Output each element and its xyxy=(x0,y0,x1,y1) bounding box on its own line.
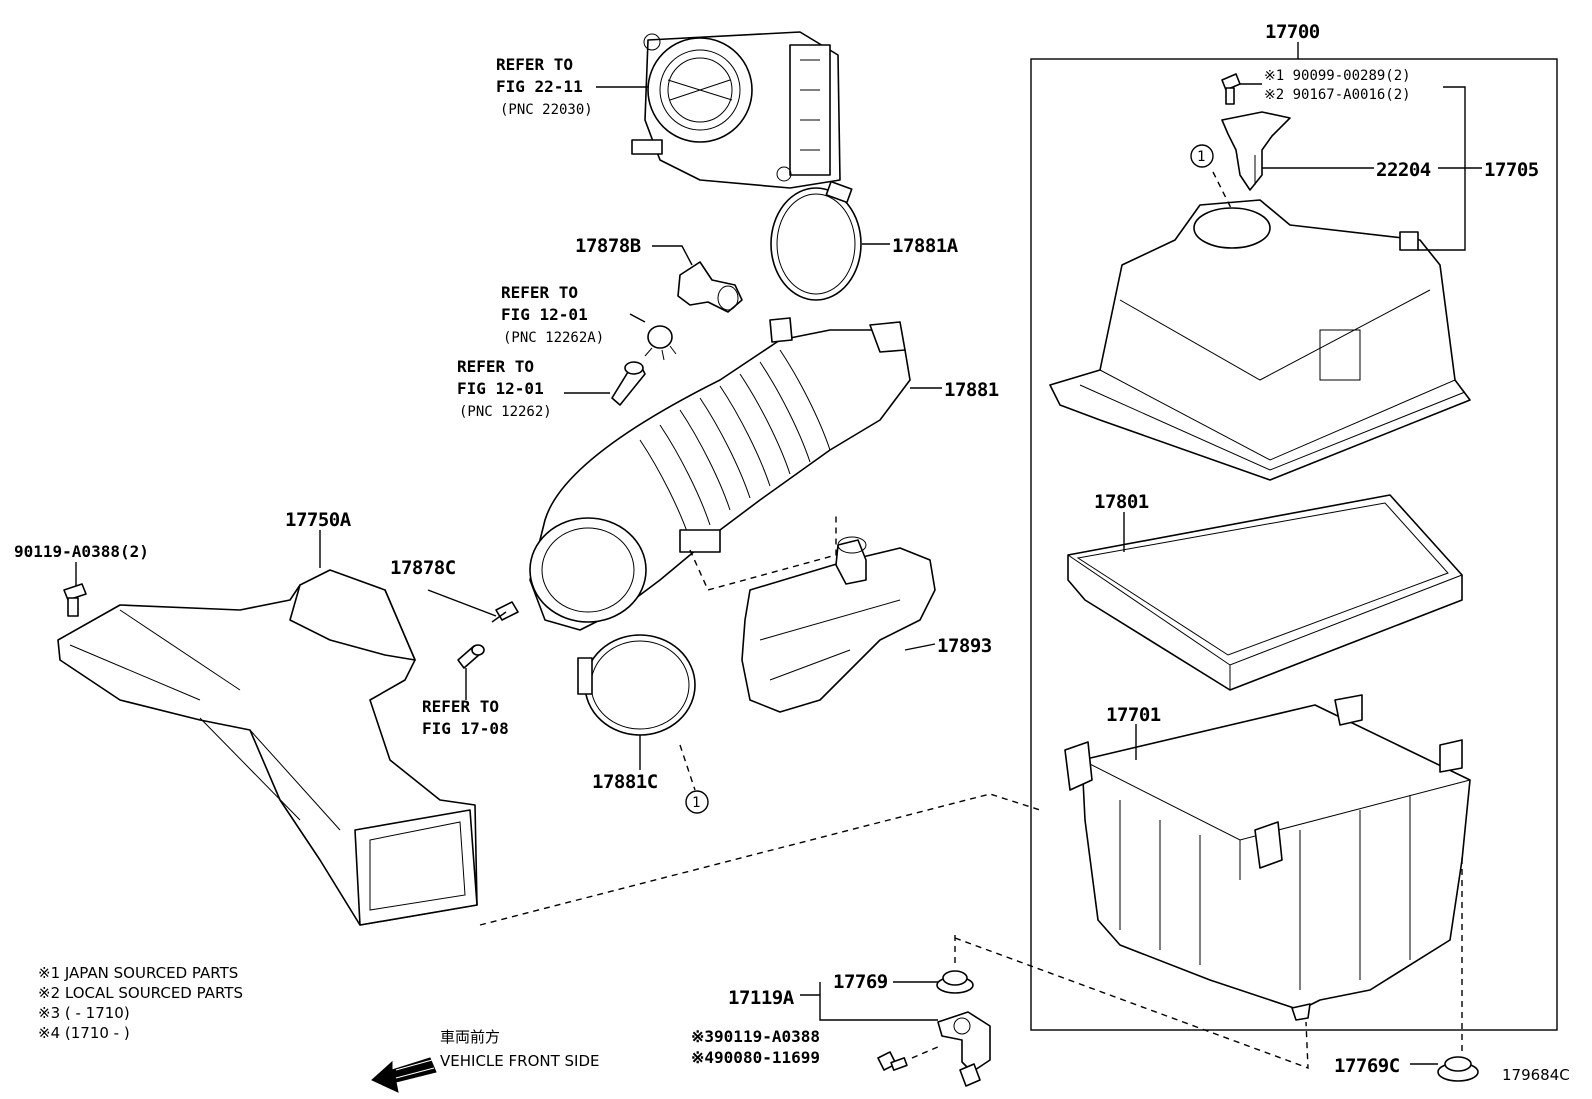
vehicle-front-arrow-icon xyxy=(371,1057,437,1093)
resonator-17893-illustration xyxy=(741,536,936,713)
part-17119a-label: 17119A xyxy=(728,987,795,1009)
air-cleaner-case-illustration xyxy=(1064,694,1471,1021)
part-17701-label: 17701 xyxy=(1106,704,1161,726)
figure-id: 179684C xyxy=(1502,1066,1570,1084)
air-filter-element-illustration xyxy=(1067,494,1463,691)
clamp-17881a-illustration xyxy=(770,180,862,301)
part-17769-label: 17769 xyxy=(833,971,888,993)
vac-refer-line1: REFER TO xyxy=(422,697,499,716)
air-cleaner-cap-illustration xyxy=(1049,199,1471,481)
circle-ref-label: 1 xyxy=(692,795,700,811)
bolt-3-label: ※390119-A0388 xyxy=(691,1027,820,1046)
vacuum-tube-illustration xyxy=(457,644,485,669)
hose-b-refer-line2: FIG 12-01 xyxy=(457,379,544,398)
part-17801-label: 17801 xyxy=(1094,491,1149,513)
union-17878c-illustration xyxy=(491,601,519,623)
circle-ref-label: 1 xyxy=(1197,149,1205,165)
bolt-4-label: ※490080-11699 xyxy=(691,1048,820,1067)
part-17881-label: 17881 xyxy=(944,379,999,401)
sensor-22204-illustration xyxy=(1221,111,1291,191)
part-17750a-label: 17750A xyxy=(285,509,352,531)
bolt-1-label: ※1 90099-00289(2) xyxy=(1264,68,1411,84)
hose-b-refer-line1: REFER TO xyxy=(457,357,534,376)
grommet-17769c-illustration xyxy=(1437,1056,1479,1082)
bracket-17119a-illustration xyxy=(937,1011,991,1087)
part-17881a-label: 17881A xyxy=(892,235,959,257)
circle-ref-1-top xyxy=(1190,144,1214,168)
vehicle-front-en: VEHICLE FRONT SIDE xyxy=(440,1052,600,1070)
hose-b-refer-pnc: (PNC 12262) xyxy=(459,404,552,420)
air-inlet-17750a-illustration xyxy=(57,569,478,926)
cap-bolt-illustration xyxy=(1221,73,1241,105)
hose-a-refer-line2: FIG 12-01 xyxy=(501,305,588,324)
part-17881c-label: 17881C xyxy=(592,771,658,793)
clamp-17881c-illustration xyxy=(577,634,696,736)
part-17769c-label: 17769C xyxy=(1334,1055,1400,1077)
hose-a-refer-line1: REFER TO xyxy=(501,283,578,302)
part-17878b-label: 17878B xyxy=(575,235,641,257)
note-4: ※4 (1710 - ) xyxy=(38,1024,130,1042)
hose-clip-illustration xyxy=(647,325,673,349)
throttle-refer-pnc: (PNC 22030) xyxy=(500,102,593,118)
part-17700-label: 17700 xyxy=(1265,21,1320,43)
bracket-bolt-illustration xyxy=(877,1051,908,1071)
part-22204-label: 22204 xyxy=(1376,159,1431,181)
note-2: ※2 LOCAL SOURCED PARTS xyxy=(38,984,243,1002)
bolt-2-label: ※2 90167-A0016(2) xyxy=(1264,87,1411,103)
part-17705-label: 17705 xyxy=(1484,159,1539,181)
assembly-frame xyxy=(1030,58,1558,1031)
hose-a-refer-pnc: (PNC 12262A) xyxy=(503,330,604,346)
circle-ref-1-bottom xyxy=(685,790,709,814)
inlet-bolt-label: 90119-A0388(2) xyxy=(14,542,149,561)
part-17878c-label: 17878C xyxy=(390,557,456,579)
small-hose-illustration xyxy=(611,361,646,406)
grommet-17769-illustration xyxy=(936,970,974,994)
bolt-90119-illustration xyxy=(63,583,87,617)
vac-refer-line2: FIG 17-08 xyxy=(422,719,509,738)
air-hose-17881-illustration xyxy=(529,317,911,631)
note-3: ※3 ( - 1710) xyxy=(38,1004,130,1022)
throttle-body-illustration xyxy=(631,31,841,189)
note-1: ※1 JAPAN SOURCED PARTS xyxy=(38,964,238,982)
part-17893-label: 17893 xyxy=(937,635,992,657)
throttle-refer-line2: FIG 22-11 xyxy=(496,77,583,96)
leader-lines xyxy=(75,42,1482,1070)
throttle-refer-line1: REFER TO xyxy=(496,55,573,74)
union-17878b-illustration xyxy=(677,261,743,313)
vehicle-front-jp: 車両前方 xyxy=(440,1028,500,1046)
